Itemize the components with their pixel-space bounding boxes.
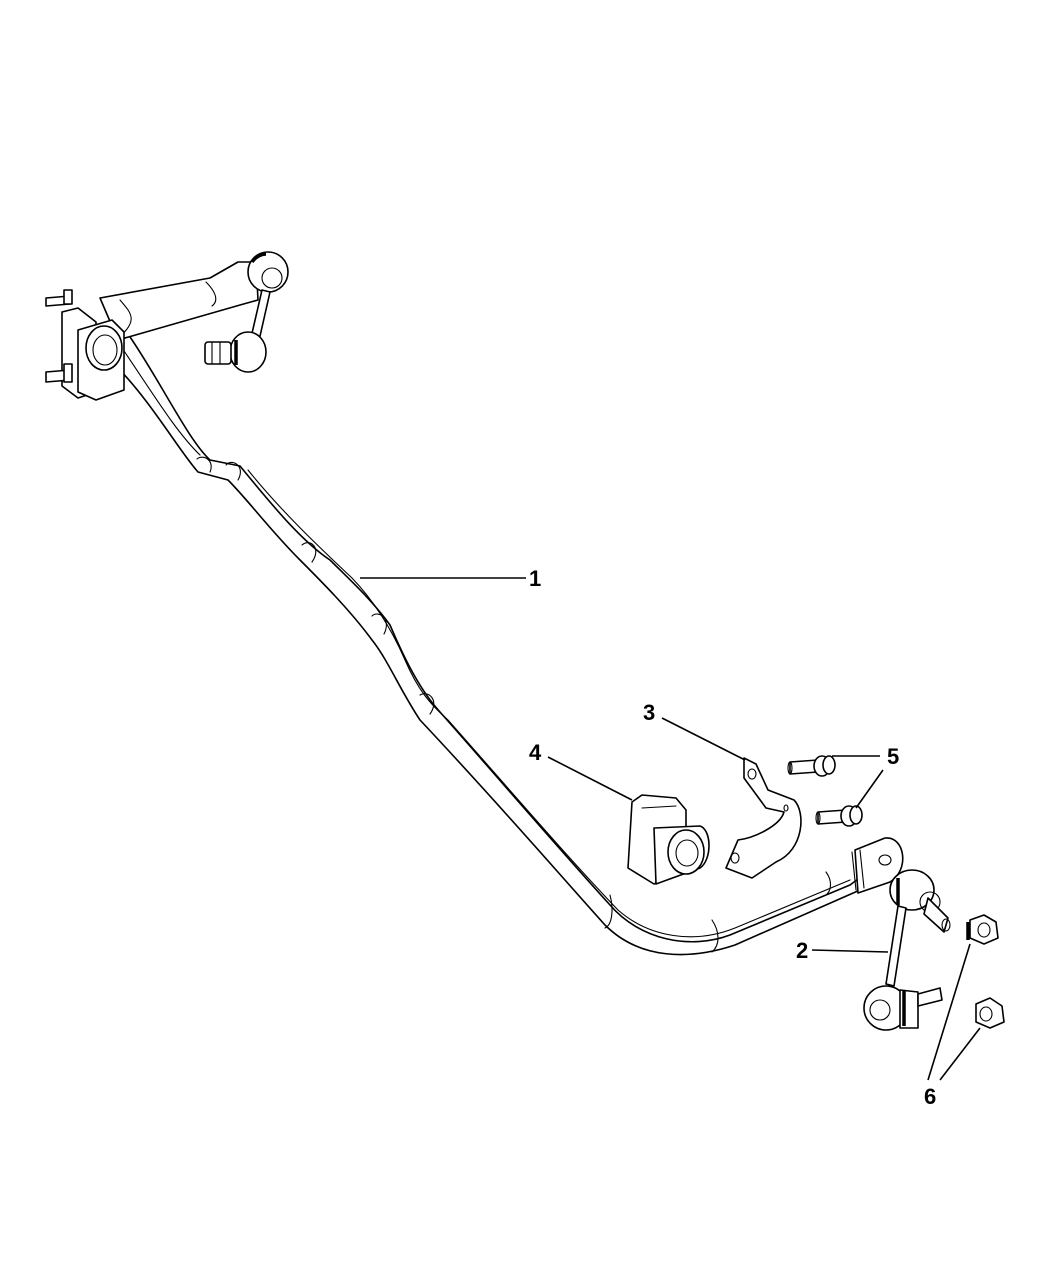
callout-6: 6: [924, 1084, 936, 1109]
nut-lower: [975, 997, 1005, 1029]
bolts: [787, 755, 863, 827]
callouts: 1 2 3 4 5 6: [529, 566, 936, 1109]
bushing-retainer-clamp: [725, 757, 802, 879]
nuts: [966, 914, 1005, 1029]
nut-upper: [966, 914, 999, 945]
stabilizer-link: [863, 869, 951, 1031]
stabilizer-bar: [95, 261, 904, 956]
callout-2: 2: [796, 938, 808, 963]
callout-5: 5: [887, 744, 899, 769]
callout-3: 3: [643, 700, 655, 725]
left-stabilizer-link: [204, 251, 289, 373]
leader-2: [811, 949, 889, 953]
bolt-upper: [787, 755, 836, 777]
leader-3: [661, 717, 746, 761]
bolt-lower: [815, 805, 863, 827]
stabilizer-bar-bushing: [627, 794, 710, 885]
callout-1: 1: [529, 566, 541, 591]
leader-5b: [855, 769, 884, 809]
leader-6b: [939, 1027, 981, 1081]
callout-4: 4: [529, 740, 542, 765]
leader-4: [547, 756, 633, 801]
left-bushing-bracket: [45, 289, 125, 401]
callout-leaders: [360, 577, 981, 1081]
leader-6a: [927, 943, 971, 1081]
